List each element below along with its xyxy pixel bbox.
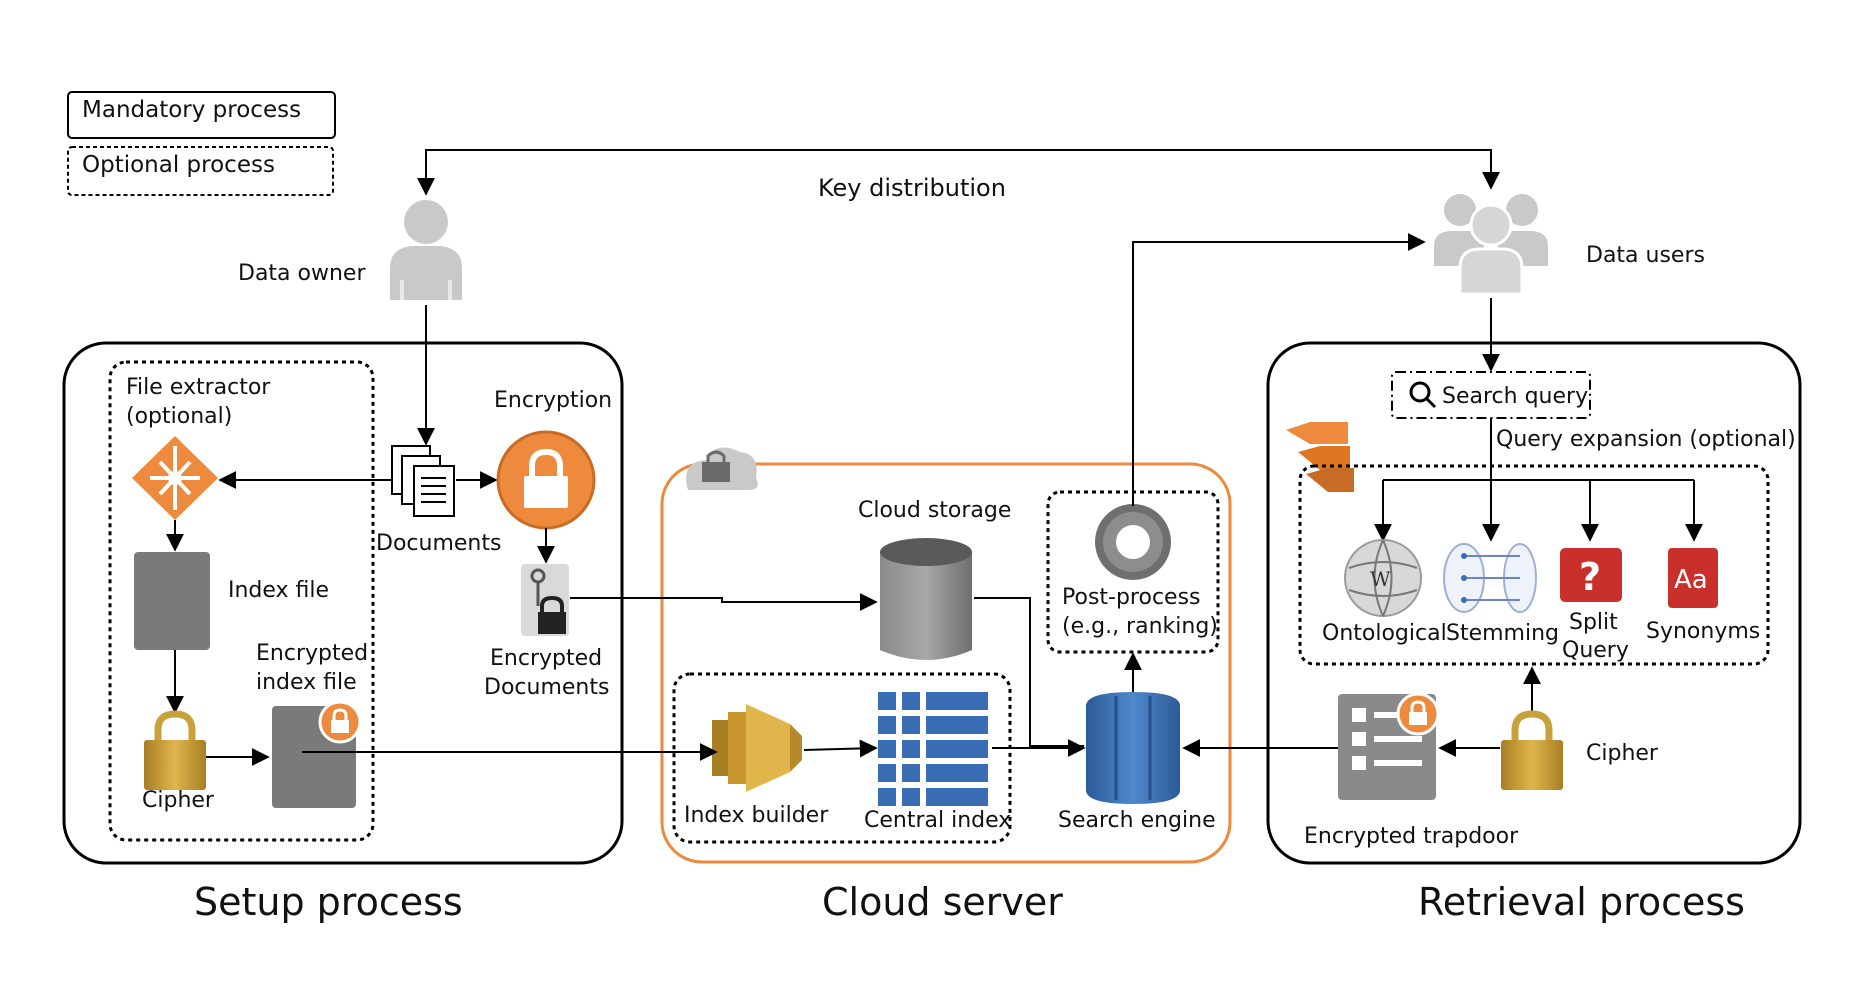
gear-icon [1095,504,1171,580]
encrypted-index-label-1: Encrypted [256,641,368,666]
file-extractor-label-1: File extractor [126,375,271,400]
legend: Mandatory process Optional process [67,91,336,196]
encryption-label: Encryption [494,388,612,413]
encrypted-trapdoor-label: Encrypted trapdoor [1304,824,1519,849]
post-process-label-2: (e.g., ranking) [1062,614,1218,639]
setup-cipher-icon [144,710,206,790]
synonyms-dictionary-icon: Aa [1668,548,1718,608]
query-expansion-label: Query expansion (optional) [1496,427,1796,452]
svg-text:W: W [1370,567,1391,591]
key-distribution-label: Key distribution [818,174,1006,202]
file-extractor-icon [132,436,218,520]
central-index-label: Central index [864,808,1011,833]
retrieval-process-title: Retrieval process [1418,880,1745,924]
encrypted-docs-label-2: Documents [484,675,609,700]
encrypted-index-label-2: index file [256,670,357,695]
search-query-label: Search query [1442,384,1588,409]
file-extractor-optional-box [108,360,375,842]
index-file-label: Index file [228,578,329,603]
split-query-glyph: ? [1579,555,1601,599]
retrieval-cipher-label: Cipher [1586,741,1659,766]
search-icon [1409,381,1437,409]
data-owner-icon [390,200,462,300]
encrypted-index-file-icon [272,700,362,808]
legend-optional-label: Optional process [82,152,275,178]
legend-mandatory-label: Mandatory process [82,97,301,123]
cloud-lock-icon [686,447,758,490]
legend-mandatory-box [67,91,336,139]
split-query-icon: ? [1560,548,1622,602]
central-index-icon [878,692,988,806]
stemming-icon [1443,543,1537,613]
synonyms-label: Synonyms [1646,619,1760,644]
index-builder-icon [712,704,802,792]
encrypted-docs-label-1: Encrypted [490,646,602,671]
legend-optional-box [67,146,334,196]
query-expansion-optional-box [1298,464,1770,666]
arrow-encrypted-docs-to-storage [570,593,878,611]
retrieval-cipher-icon [1501,710,1563,790]
data-owner-label: Data owner [238,261,366,286]
query-expansion-stack-icon [1286,422,1354,492]
cloud-server-box [660,462,1232,864]
cloud-storage-label: Cloud storage [858,498,1011,523]
arrow-post-process-to-users [1132,233,1426,506]
split-query-label-2: Query [1562,638,1629,663]
index-builder-optional-box [672,672,1012,844]
search-engine-icon [1086,692,1180,804]
ontological-label: Ontological [1322,621,1447,646]
synonyms-glyph: Aa [1674,565,1708,595]
documents-label: Documents [376,531,501,556]
cloud-server-title: Cloud server [822,880,1063,924]
file-extractor-label-2: (optional) [126,404,232,429]
encryption-icon [496,430,596,530]
encrypted-documents-icon [521,564,569,636]
stemming-label: Stemming [1446,621,1559,646]
encrypted-trapdoor-icon [1338,692,1440,800]
search-engine-label: Search engine [1058,808,1216,833]
retrieval-process-box [1266,341,1802,865]
setup-cipher-label: Cipher [142,788,215,813]
arrow-builder-to-central-index [803,739,878,758]
key-distribution-arrow [417,149,1500,196]
wikipedia-globe-icon: W [1344,539,1422,617]
setup-process-box [62,341,624,865]
cloud-storage-icon [880,538,972,660]
data-users-icon [1434,194,1548,296]
data-users-label: Data users [1586,243,1705,268]
split-query-label-1: Split [1569,610,1618,635]
line-storage-to-search [974,597,1084,747]
setup-process-title: Setup process [194,880,463,924]
index-file-icon [134,552,210,650]
post-process-label-1: Post-process [1062,585,1201,610]
documents-icon [391,445,455,517]
index-builder-label: Index builder [684,803,829,828]
